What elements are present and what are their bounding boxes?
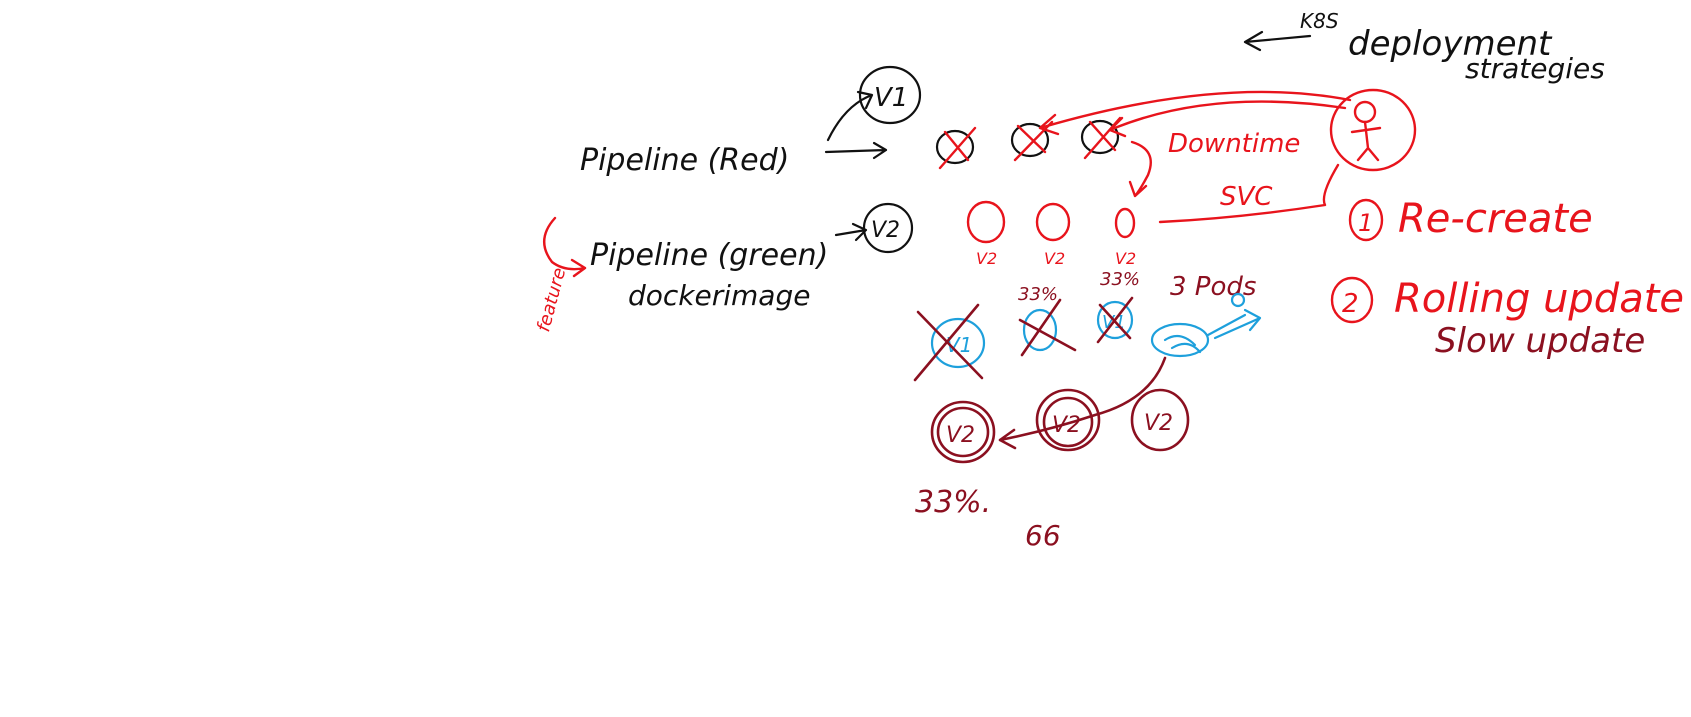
old-pod-1 <box>935 129 975 165</box>
bottom-v2-1-label: V2 <box>946 423 975 448</box>
user-body-icon <box>1350 120 1382 162</box>
rolling-bottom-row: V2 V2 V2 33%. 66 <box>915 356 1190 552</box>
bottom-v2-1-outer <box>930 400 996 464</box>
feature-curve-arrow <box>543 216 587 278</box>
strategy-note: Slow update <box>1435 321 1645 361</box>
blue-pod-2 <box>1022 308 1058 352</box>
pct-33-b: 33% <box>1100 269 1140 290</box>
strategy-2-number-circle <box>1330 276 1374 324</box>
title-k8s-label: K8S <box>1300 9 1339 33</box>
pipeline-red-arrow-to-pods <box>824 141 888 160</box>
v2-pipeline-label: V2 <box>871 218 900 243</box>
title-line2: strategies <box>1465 52 1605 85</box>
title-group: K8S deployment strategies <box>1243 9 1605 85</box>
blue-pod-1-cross <box>913 303 984 382</box>
strategy-1-label: Re-create <box>1398 196 1593 242</box>
strategy-2-label: Rolling update <box>1394 276 1684 322</box>
title-line1: deployment <box>1348 24 1553 64</box>
strategy-2-number: 2 <box>1342 289 1359 319</box>
strategy-1-number: 1 <box>1358 209 1373 237</box>
docker-image-label: dockerimage <box>628 279 810 312</box>
pct-33-a: 33% <box>1018 284 1058 305</box>
downtime-label: Downtime <box>1168 129 1300 159</box>
pipeline-red-label: Pipeline (Red) <box>580 143 789 178</box>
bottom-v2-3 <box>1130 388 1190 452</box>
svc-blob-scribble <box>1163 334 1202 354</box>
new-pod-3-label: V2 <box>1115 249 1136 268</box>
old-pods-top-row <box>935 116 1122 170</box>
blue-pod-3-cross <box>1096 296 1134 344</box>
blue-pod-2-cross <box>1018 298 1077 357</box>
blue-pod-1 <box>930 317 986 369</box>
v1-circle <box>858 65 922 125</box>
feature-note: feature <box>533 266 570 335</box>
new-pod-3 <box>1114 207 1136 239</box>
svc-label: SVC <box>1220 182 1273 212</box>
sixty-six-label: 66 <box>1025 519 1061 552</box>
bottom-v2-3-label: V2 <box>1144 411 1173 436</box>
v2-pipeline-circle <box>862 202 914 254</box>
new-pod-1-label: V2 <box>976 249 997 268</box>
new-pod-1 <box>966 200 1006 244</box>
rolling-middle-row: 33% 33% 3 Pods V1 V1 <box>913 269 1262 382</box>
user-outer-circle <box>1329 88 1417 172</box>
v1-label: V1 <box>874 83 908 113</box>
new-pod-2-label: V2 <box>1044 249 1065 268</box>
blue-pod-3 <box>1096 300 1134 340</box>
pipeline-green-group: Pipeline (green) feature dockerimage V2 <box>533 202 914 335</box>
old-pod-3 <box>1080 119 1120 155</box>
new-pod-2 <box>1035 202 1071 242</box>
old-pod-2-cross <box>1013 120 1054 162</box>
strategies-list: 1 Re-create 2 Rolling update Slow update <box>1330 196 1684 361</box>
bottom-v2-2-outer <box>1035 388 1101 452</box>
pct-33-bottom: 33%. <box>915 485 991 520</box>
old-pod-1-cross <box>938 126 977 170</box>
blue-user-arrow <box>1206 308 1262 340</box>
old-pod-2 <box>1010 122 1050 158</box>
user-group <box>1038 88 1417 224</box>
pipeline-green-arrow-to-v2 <box>834 222 868 242</box>
svc-to-v2-arrow <box>998 356 1167 450</box>
title-arrow <box>1243 30 1312 52</box>
user-svc-line <box>1158 163 1340 224</box>
pipeline-red-group: Pipeline (Red) V1 <box>580 65 922 178</box>
downtime-arrow <box>1128 140 1152 198</box>
pipeline-green-label: Pipeline (green) <box>590 238 828 273</box>
user-head-icon <box>1353 100 1377 124</box>
bottom-v2-1-inner <box>936 406 990 458</box>
pipeline-red-arrow-to-v1 <box>826 90 874 142</box>
new-pods-red-row: V2 V2 V2 <box>966 200 1136 268</box>
strategy-1-number-circle <box>1348 198 1384 242</box>
user-arrow-to-old-pods-2 <box>1108 100 1347 138</box>
bottom-v2-2-inner <box>1042 396 1094 448</box>
blue-user-head-icon <box>1230 292 1246 308</box>
svc-blob <box>1150 322 1210 358</box>
user-arrow-to-old-pods <box>1038 90 1352 136</box>
bottom-v2-2-label: V2 <box>1052 413 1081 438</box>
